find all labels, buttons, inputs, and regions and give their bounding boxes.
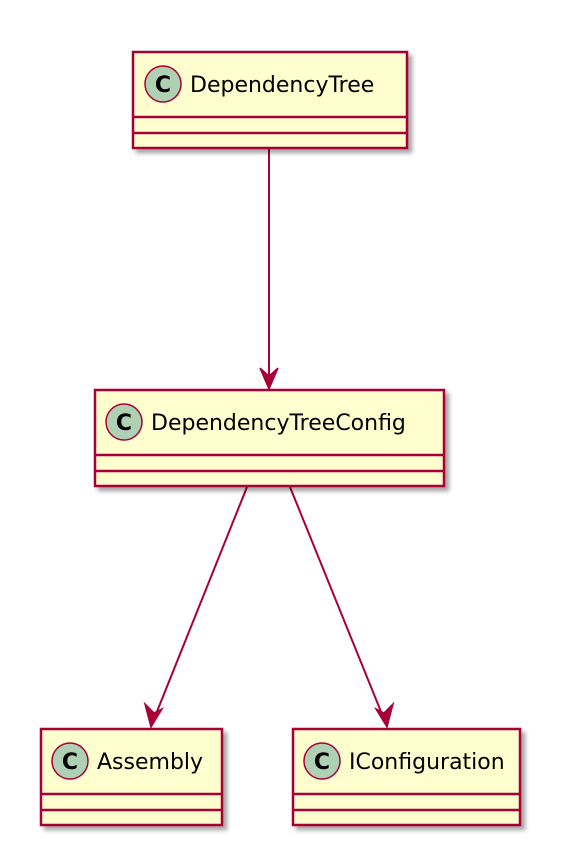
class-name: DependencyTree	[190, 73, 374, 98]
svg-text:C: C	[314, 750, 330, 775]
class-box-dependency-tree-config[interactable]: C DependencyTreeConfig	[93, 388, 446, 488]
relation-config-to-iconfiguration	[289, 486, 395, 729]
class-icon: C	[144, 65, 182, 103]
relation-config-to-assembly	[143, 486, 248, 729]
class-name: Assembly	[97, 750, 203, 775]
class-name: DependencyTreeConfig	[151, 411, 406, 436]
class-box-dependency-tree[interactable]: C DependencyTree	[131, 50, 409, 150]
class-icon: C	[303, 742, 341, 780]
class-icon: C	[51, 742, 89, 780]
class-icon: C	[105, 403, 143, 441]
svg-text:C: C	[62, 750, 78, 775]
class-box-iconfiguration[interactable]: C IConfiguration	[291, 727, 522, 827]
relation-tree-to-config	[259, 149, 279, 391]
class-box-assembly[interactable]: C Assembly	[39, 727, 224, 827]
svg-text:C: C	[155, 73, 171, 98]
class-name: IConfiguration	[349, 750, 505, 775]
svg-text:C: C	[116, 411, 132, 436]
